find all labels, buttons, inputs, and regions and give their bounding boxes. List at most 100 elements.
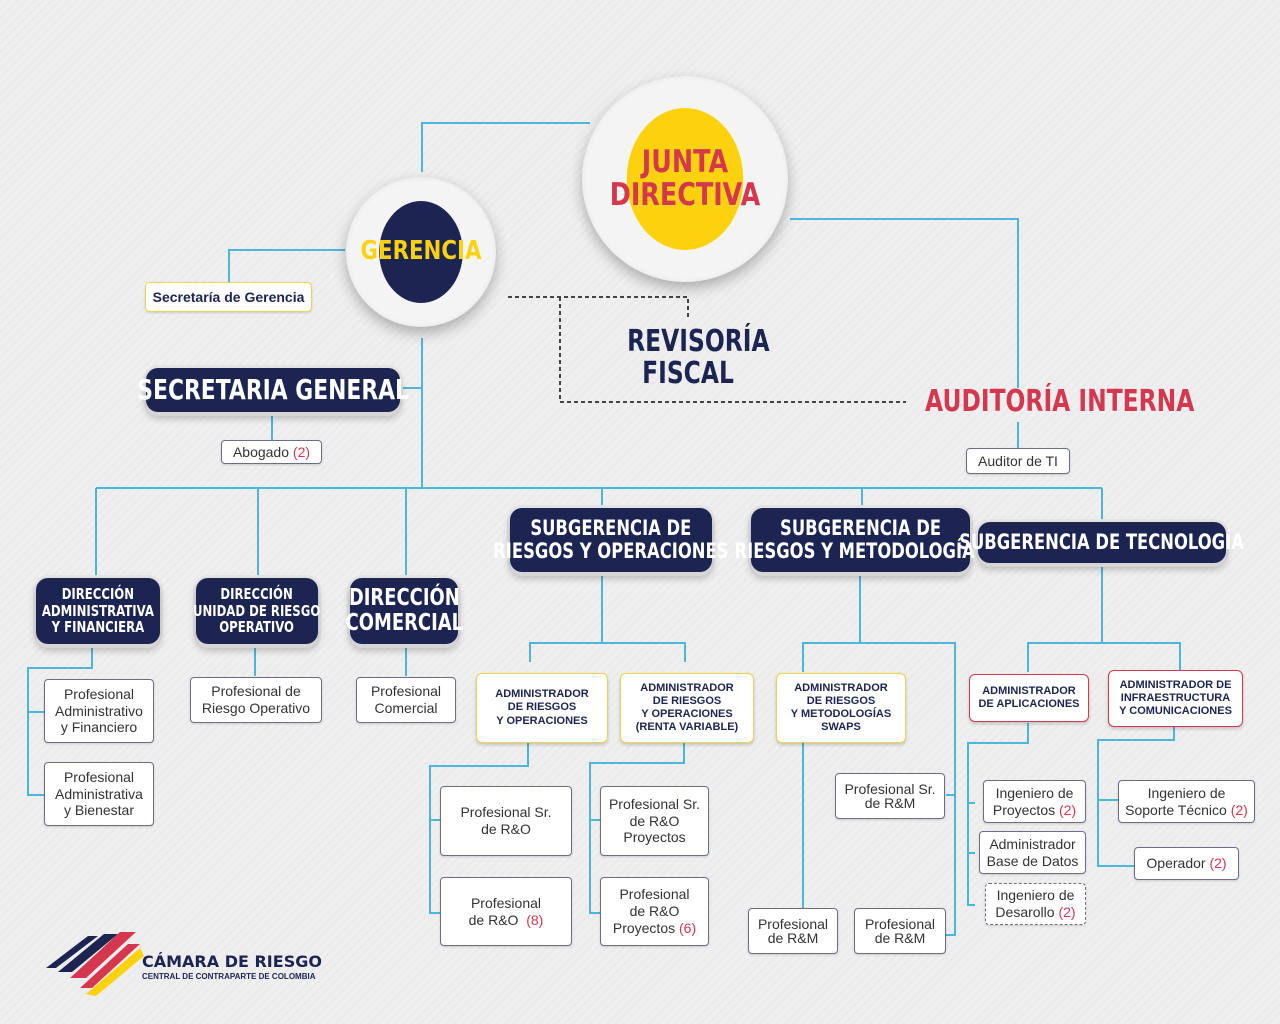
profesional-sr-ro-proyectos: Profesional Sr. de R&O Proyectos [600,786,709,856]
operador: Operador (2) [1134,847,1239,880]
ip-l1: Ingeniero de [995,784,1074,801]
ingeniero-soporte-tecnico: Ingeniero de Soporte Técnico (2) [1118,780,1255,823]
auditoria-interna: AUDITORÍA INTERNA [898,384,1195,419]
sub-ro-l1: SUBGERENCIA DE [530,515,692,540]
dir-admin-l3: Y FINANCIERA [51,618,145,637]
rv-prof-count: (6) [679,919,697,936]
revisoria-line1: REVISORÍA [627,324,770,359]
pf-bien-l3: y Bienestar [63,802,135,819]
dir-comercial-l1: DIRECCIÓN [348,584,460,611]
auditoria-label: AUDITORÍA INTERNA [925,384,1195,419]
rm-p2-l1: Profesional [864,916,936,932]
adm-ro-l1: ADMINISTRADOR [495,688,589,701]
ingeniero-desarrollo: Ingeniero de Desarollo (2) [985,883,1086,925]
revisoria-fiscal: REVISORÍA FISCAL [610,324,770,391]
logo-stripes-icon [46,932,144,996]
subgerencia-tecnologia-box: SUBGERENCIA DE TECNOLOGÍA [960,522,1244,563]
pf-admin-l1: Profesional [63,685,135,702]
junta-line2: DIRECTIVA [609,177,761,213]
adm-rv-l1: ADMINISTRADOR [640,681,734,694]
id-l2: Desarollo [995,904,1055,920]
auditor-ti-box: Auditor de TI [966,448,1070,474]
secretaria-gerencia-box: Secretaría de Gerencia [145,282,312,312]
pf-bien-l2: Administrativa [55,785,143,802]
abogado-count: (2) [292,443,311,460]
auditor-ti-label: Auditor de TI [978,452,1058,469]
profesional-rm-1: Profesional de R&M [748,908,838,954]
direccion-administrativa-box: DIRECCIÓN ADMINISTRATIVA Y FINANCIERA [36,578,160,644]
ingeniero-proyectos: Ingeniero de Proyectos (2) [983,780,1086,823]
junta-directiva-inner: JUNTA DIRECTIVA [610,108,760,250]
profesional-administrativa-bienestar: Profesional Administrativa y Bienestar [44,762,154,826]
profesional-rm-2: Profesional de R&M [854,908,946,954]
secretaria-general-box: SECRETARIA GENERAL [137,368,409,412]
pf-riesgo-l1: Profesional de [211,683,301,700]
rm-sr-l2: de R&M [864,795,916,811]
secretaria-gerencia-label: Secretaría de Gerencia [152,289,305,305]
dir-riesgo-l2: UNIDAD DE RIESGO [193,601,321,620]
pf-riesgo-l2: Riesgo Operativo [201,700,311,716]
pf-comercial-l1: Profesional [370,683,442,700]
ist-l1: Ingeniero de [1147,784,1226,801]
abd-l1: Administrador [989,835,1076,852]
adm-rv-l2: DE RIESGOS [652,694,722,707]
ro-sr-l1: Profesional Sr. [460,804,552,821]
revisoria-line2: FISCAL [642,355,734,391]
adm-apps-l2: DE APLICACIONES [978,698,1080,710]
ro-prof-l1: Profesional [470,894,542,911]
op-label: Operador [1146,855,1206,872]
op-count: (2) [1209,855,1227,872]
direccion-comercial-box: DIRECCIÓN COMERCIAL [345,578,463,644]
profesional-administrativo-financiero: Profesional Administrativo y Financiero [44,679,154,743]
junta-line1: JUNTA [641,144,729,181]
rv-sr-l1: Profesional Sr. [608,795,701,812]
rv-prof-l1: Profesional [619,886,690,903]
direccion-riesgo-operativo-box: DIRECCIÓN UNIDAD DE RIESGO OPERATIVO [193,578,321,644]
junta-directiva-circle: JUNTA DIRECTIVA [582,76,788,282]
subgerencia-riesgos-metodologias-box: SUBGERENCIA DE RIESGOS Y METODOLOGÍAS [734,508,987,572]
pf-bien-l1: Profesional [63,768,135,785]
ist-l2: Soporte Técnico [1125,801,1227,818]
ip-count: (2) [1059,801,1077,818]
administrador-renta-variable: ADMINISTRADOR DE RIESGOS Y OPERACIONES (… [620,673,754,743]
adm-swaps-l4: SWAPS [821,721,861,734]
abogado-label: Abogado [232,443,290,460]
profesional-ro-proyectos: Profesional de R&O Proyectos (6) [600,877,709,946]
adm-infra-l2: INFRAESTRUCTURA [1120,691,1231,704]
ro-prof-l2: de R&O [468,911,519,928]
administrador-base-datos: Administrador Base de Datos [979,831,1086,874]
pf-comercial-l2: Comercial [374,700,438,716]
rv-prof-l2: de R&O [629,903,680,920]
rm-p2-l2: de R&M [874,930,926,946]
logo-tagline: CENTRAL DE CONTRAPARTE DE COLOMBIA [142,972,316,981]
administrador-riesgos-operaciones: ADMINISTRADOR DE RIESGOS Y OPERACIONES [476,673,608,743]
dir-comercial-l2: COMERCIAL [345,610,463,636]
dir-admin-l1: DIRECCIÓN [61,585,135,604]
administrador-swaps: ADMINISTRADOR DE RIESGOS Y METODOLOGÍAS … [776,673,906,743]
camara-de-riesgo-logo: CÁMARA DE RIESGO CENTRAL DE CONTRAPARTE … [44,926,354,998]
id-count: (2) [1058,904,1076,920]
sub-rm-l1: SUBGERENCIA DE [779,515,941,540]
pf-admin-l2: Administrativo [55,702,143,719]
administrador-aplicaciones: ADMINISTRADOR DE APLICACIONES [969,674,1089,722]
adm-infra-l3: Y COMUNICACIONES [1119,705,1232,718]
dir-riesgo-l1: DIRECCIÓN [220,585,294,604]
profesional-ro: Profesional de R&O (8) [440,877,572,946]
gerencia-circle: GERENCIA [346,177,496,327]
gerencia-label: GERENCIA [360,236,482,267]
adm-swaps-l1: ADMINISTRADOR [794,681,888,694]
adm-infra-l1: ADMINISTRADOR DE [1119,678,1232,691]
pf-admin-l3: y Financiero [60,719,138,736]
secretaria-general-label: SECRETARIA GENERAL [137,372,409,406]
subgerencia-riesgos-operaciones-box: SUBGERENCIA DE RIESGOS Y OPERACIONES [493,508,729,572]
dir-admin-l2: ADMINISTRATIVA [41,601,155,620]
id-l1: Ingeniero de [996,887,1075,904]
adm-apps-l1: ADMINISTRADOR [982,684,1076,697]
ip-l2: Proyectos [992,801,1056,818]
ist-count: (2) [1230,801,1248,818]
rm-p1-l2: de R&M [767,930,819,946]
gerencia-inner: GERENCIA [361,201,481,303]
rm-p1-l1: Profesional [757,916,829,932]
adm-swaps-l3: Y METODOLOGÍAS [790,708,892,720]
